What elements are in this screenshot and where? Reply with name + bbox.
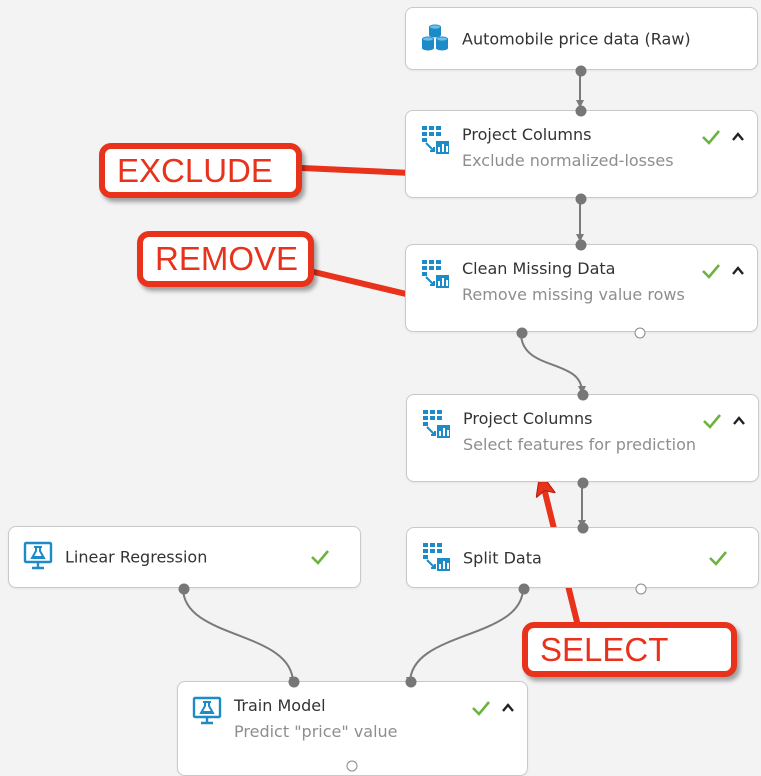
chevron-up-icon[interactable] [501, 700, 515, 714]
chevron-up-icon[interactable] [732, 413, 746, 427]
module-subtitle: Remove missing value rows [462, 285, 685, 304]
output-port[interactable] [575, 193, 587, 205]
module-title: Automobile price data (Raw) [462, 29, 691, 48]
exclude-callout: EXCLUDE [99, 143, 302, 198]
module-split-data[interactable]: Split Data [406, 522, 759, 595]
input-port[interactable] [575, 239, 587, 251]
grid-chart-icon [419, 258, 451, 290]
checkmark-icon [708, 548, 728, 568]
module-linear-regression[interactable]: Linear Regression [8, 526, 361, 595]
output-port-cleaned-data[interactable] [516, 327, 528, 339]
input-port[interactable] [575, 105, 587, 117]
chevron-up-icon[interactable] [731, 129, 745, 143]
dataset-icon [419, 21, 451, 53]
input-port-dataset[interactable] [405, 676, 417, 688]
input-port[interactable] [577, 389, 589, 401]
chevron-up-icon[interactable] [731, 263, 745, 277]
module-subtitle: Predict "price" value [234, 722, 398, 741]
checkmark-icon [701, 261, 721, 281]
connectors [182, 70, 586, 685]
output-port[interactable] [577, 477, 589, 489]
connector-regression-to-train [182, 587, 297, 685]
module-title: Project Columns [463, 409, 593, 428]
output-port[interactable] [178, 583, 190, 595]
output-port-dataset1[interactable] [518, 583, 530, 595]
connector-split-to-train [406, 587, 524, 685]
module-subtitle: Exclude normalized-losses [462, 151, 674, 170]
module-train-model[interactable]: Train Model Predict "price" value [177, 676, 528, 776]
checkmark-icon [702, 411, 722, 431]
output-port[interactable] [346, 760, 358, 772]
model-icon [191, 695, 223, 727]
model-icon [22, 540, 54, 572]
checkmark-icon [471, 698, 491, 718]
module-clean-missing-data[interactable]: Clean Missing Data Remove missing value … [405, 239, 758, 339]
module-title: Linear Regression [65, 547, 208, 567]
select-callout: SELECT [522, 622, 737, 677]
module-title: Train Model [234, 696, 326, 715]
grid-chart-icon [420, 408, 452, 440]
output-port-dataset2[interactable] [635, 583, 647, 595]
input-port[interactable] [577, 522, 589, 534]
grid-chart-icon [420, 541, 452, 573]
module-title: Split Data [463, 548, 542, 567]
module-title: Clean Missing Data [462, 259, 616, 278]
remove-callout: REMOVE [137, 231, 314, 287]
output-port-cleaning-transformation[interactable] [634, 327, 646, 339]
input-port-untrained-model[interactable] [288, 676, 300, 688]
checkmark-icon [701, 127, 721, 147]
module-project-columns-select[interactable]: Project Columns Select features for pred… [406, 389, 759, 489]
checkmark-icon [310, 547, 330, 567]
connector-clean-to-project2 [520, 332, 586, 394]
grid-chart-icon [419, 124, 451, 156]
module-project-columns-exclude[interactable]: Project Columns Exclude normalized-losse… [405, 105, 758, 205]
module-subtitle: Select features for prediction [463, 435, 696, 454]
module-title: Project Columns [462, 125, 592, 144]
output-port[interactable] [575, 65, 587, 77]
module-automobile-price-data[interactable]: Automobile price data (Raw) [405, 7, 758, 77]
